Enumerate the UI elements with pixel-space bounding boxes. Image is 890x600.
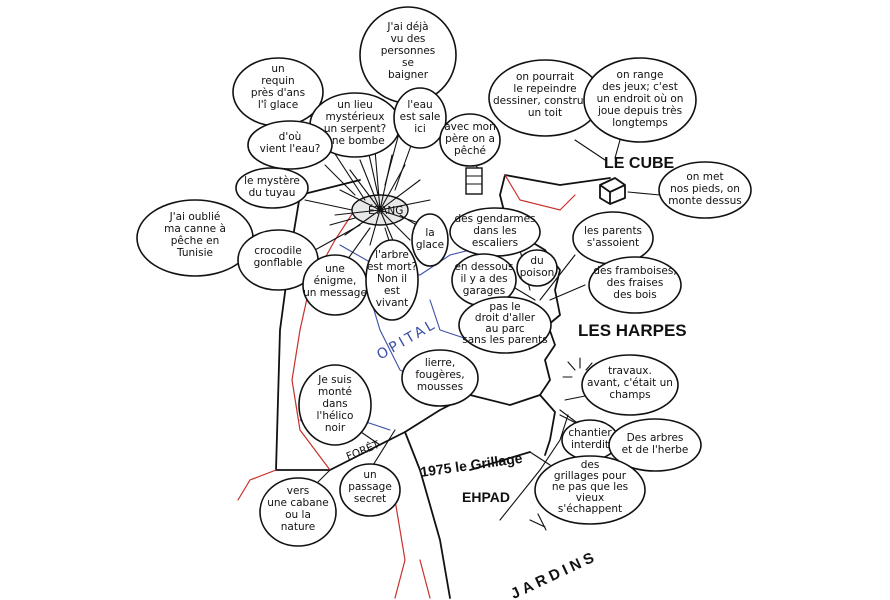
pond-drawing: ÉTANG	[334, 149, 431, 246]
label-le-cube: LE CUBE	[604, 155, 675, 172]
cube-icon	[599, 177, 626, 205]
sparkle-icon	[562, 357, 593, 378]
ladder-icon	[465, 167, 483, 195]
svg-text:lierre,fougères,mousses: lierre,fougères,mousses	[415, 357, 464, 393]
bubble-lierre: lierre,fougères,mousses	[401, 349, 479, 407]
label-jardins: JARDINS	[508, 548, 600, 600]
label-les-harpes: LES HARPES	[578, 321, 687, 340]
label-ehpad: EHPAD	[462, 489, 510, 505]
etang-label: ÉTANG	[368, 204, 403, 217]
label-grillage: 1975 le Grillage	[419, 450, 523, 480]
colored-ink-traces	[237, 174, 576, 599]
